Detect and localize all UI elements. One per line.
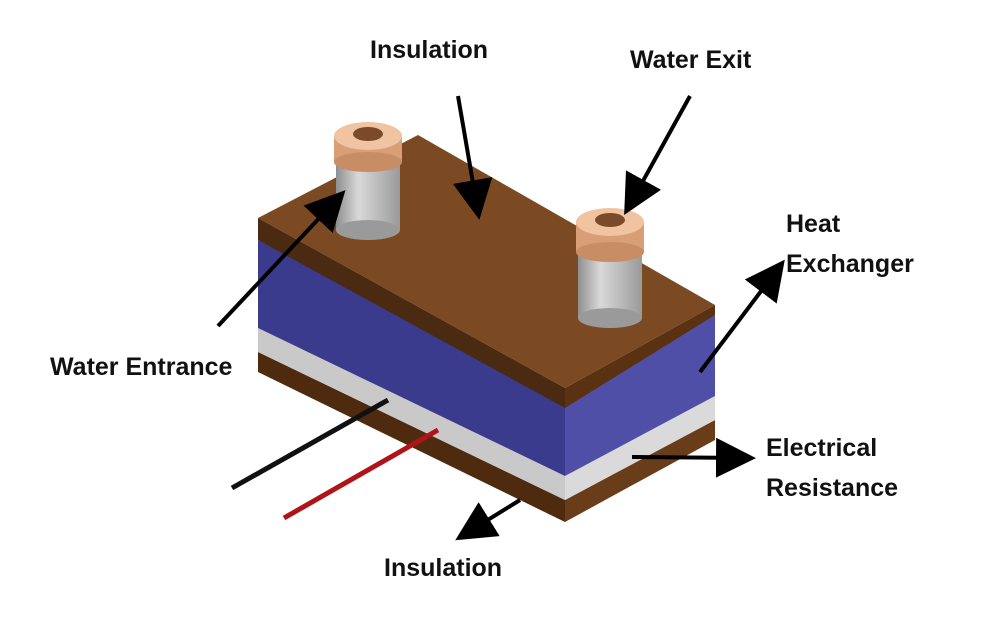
arrow-insulation-bottom xyxy=(455,498,522,541)
arrow-heat-exchanger xyxy=(698,259,785,374)
heat-exchanger-right xyxy=(565,315,715,476)
bottom-insulation-right xyxy=(565,420,715,522)
water-exit-fitting xyxy=(576,208,644,328)
resistance-right xyxy=(565,396,715,500)
label-water-exit: Water Exit xyxy=(630,46,752,74)
top-insulation-right xyxy=(565,305,715,408)
label-heat-exchanger: Heat Exchanger xyxy=(786,210,914,278)
label-electrical-resistance: Electrical Resistance xyxy=(766,434,899,502)
electrical-resistance-layer xyxy=(258,328,715,500)
arrow-water-entrance xyxy=(216,190,346,328)
resistance-front xyxy=(258,328,565,500)
water-entrance-fitting xyxy=(334,122,402,240)
heat-exchanger-front xyxy=(258,240,565,476)
arrow-insulation-top xyxy=(452,95,493,220)
heat-exchanger-layer xyxy=(258,240,715,476)
bottom-insulation-layer xyxy=(258,352,715,522)
arrow-electrical-resistance xyxy=(631,437,756,478)
label-insulation-top: Insulation xyxy=(370,36,489,64)
bottom-insulation-front xyxy=(258,352,565,522)
label-water-entrance: Water Entrance xyxy=(50,353,233,381)
red-wire xyxy=(282,427,440,521)
arrow-water-exit xyxy=(624,95,692,215)
top-insulation-front xyxy=(258,218,565,408)
black-wire xyxy=(230,397,390,491)
label-insulation-bottom: Insulation xyxy=(384,554,503,582)
